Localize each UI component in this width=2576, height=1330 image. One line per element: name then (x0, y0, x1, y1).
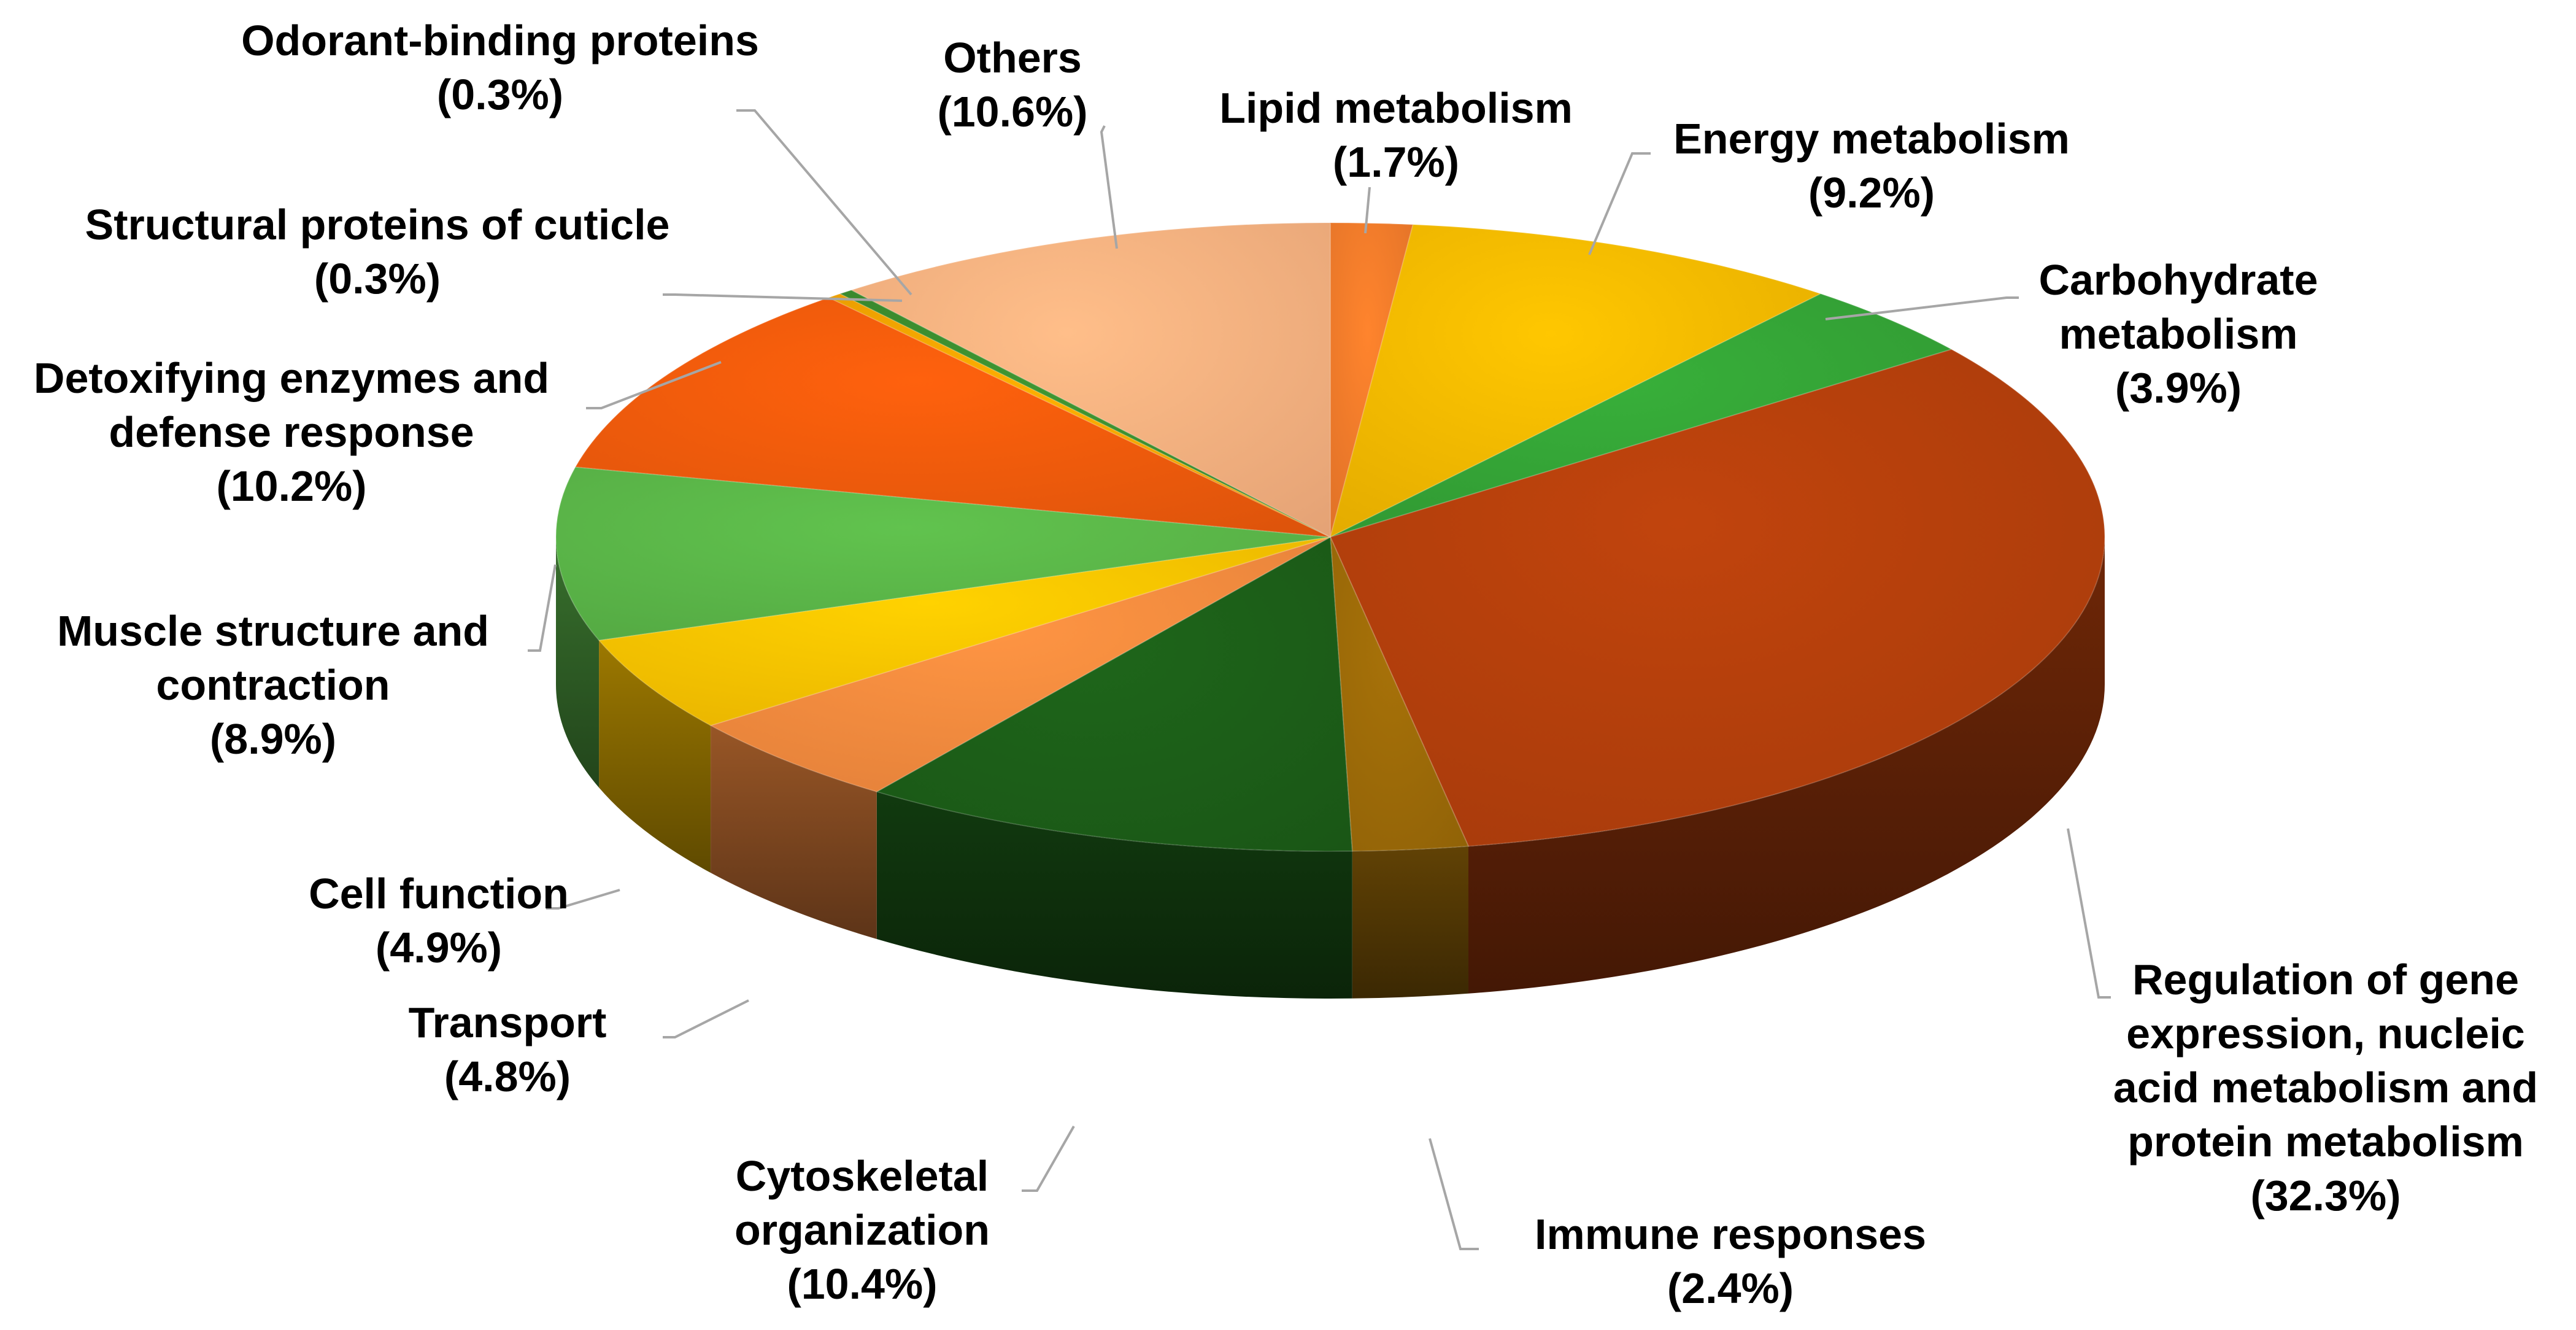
slice-label-3: Regulation of gene expression, nucleic aci… (2113, 956, 2538, 1220)
slice-label-3-line-3: protein metabolism (2127, 1118, 2524, 1166)
slice-label-8-line-1: contraction (156, 661, 390, 709)
leader-lines (528, 109, 2111, 1250)
pie-slice-2 (1330, 293, 1953, 538)
leader-line-1 (1588, 152, 1651, 255)
slice-label-3-line-4: (32.3%) (2250, 1172, 2401, 1220)
slice-label-5: Cytoskeletal organization (10.4%) (735, 1152, 990, 1308)
slice-label-8-line-0: Muscle structure and (57, 607, 489, 655)
leader-line-3 (2067, 828, 2111, 999)
pie-side-5 (876, 791, 1352, 999)
slice-label-5-line-2: (10.4%) (787, 1260, 937, 1308)
pie-slices (555, 222, 2105, 852)
pie-side-8 (556, 537, 600, 788)
pie-side-7 (599, 640, 711, 873)
slice-label-9-line-1: defense response (109, 408, 474, 456)
leader-line-6 (663, 999, 749, 1038)
slice-label-0-line-0: Lipid metabolism (1219, 84, 1573, 132)
slice-label-9-line-2: (10.2%) (216, 462, 366, 510)
slice-label-12: Others (10.6%) (937, 34, 1087, 136)
pie-slice-5 (875, 536, 1353, 852)
slice-label-1: Energy metabolism (9.2%) (1673, 115, 2070, 217)
slice-label-2-line-0: Carbohydrate (2038, 256, 2318, 304)
slice-label-3-line-0: Regulation of gene (2132, 956, 2519, 1003)
pie-side-3 (1468, 537, 2105, 994)
leader-line-8 (528, 564, 557, 652)
slice-label-6: Transport (4.8%) (409, 999, 607, 1100)
slice-label-10-line-0: Structural proteins of cuticle (85, 201, 670, 249)
pie-slice-4 (1330, 536, 1470, 852)
pie-slice-6 (709, 536, 1331, 793)
leader-line-7 (546, 889, 620, 910)
pie-slice-11 (838, 289, 1331, 538)
pie-slice-0 (1330, 222, 1414, 538)
slice-label-10: Structural proteins of cuticle (0.3%) (85, 201, 670, 303)
slice-label-9-line-0: Detoxifying enzymes and (34, 354, 549, 402)
leader-line-5 (1022, 1126, 1075, 1192)
leader-line-11 (736, 109, 912, 296)
slice-label-9: Detoxifying enzymes and defense response (… (34, 354, 549, 510)
pie-side-walls (556, 537, 2105, 999)
slice-label-4-line-1: (2.4%) (1667, 1264, 1794, 1312)
slice-label-6-line-1: (4.8%) (444, 1053, 571, 1100)
leader-line-4 (1429, 1138, 1479, 1250)
leader-line-9 (586, 361, 722, 409)
slice-label-5-line-1: organization (735, 1206, 990, 1254)
slice-label-4-line-0: Immune responses (1535, 1210, 1926, 1258)
slice-label-12-line-0: Others (943, 34, 1082, 82)
slice-label-6-line-0: Transport (409, 999, 607, 1046)
leader-line-0 (1364, 187, 1371, 234)
slice-label-7: Cell function (4.9%) (309, 870, 569, 972)
slice-label-11-line-0: Odorant-binding proteins (241, 17, 759, 64)
slice-labels: Lipid metabolism (1.7%) Energy metabolism (… (34, 17, 2538, 1312)
pie-slice-8 (555, 466, 1331, 641)
pie-slice-12 (849, 222, 1331, 538)
slice-label-8: Muscle structure and contraction (8.9%) (57, 607, 489, 763)
slice-label-7-line-1: (4.9%) (376, 924, 502, 972)
slice-label-3-line-1: expression, nucleic (2126, 1010, 2525, 1057)
leader-line-2 (1825, 296, 2019, 320)
leader-line-10 (663, 293, 903, 302)
pie-slice-1 (1329, 223, 1822, 538)
slice-label-3-line-2: acid metabolism and (2113, 1064, 2538, 1112)
slice-label-7-line-0: Cell function (309, 870, 569, 918)
slice-label-2-line-1: metabolism (2059, 310, 2298, 358)
pie-slice-9 (574, 296, 1331, 538)
slice-label-1-line-0: Energy metabolism (1673, 115, 2070, 163)
pie-side-4 (1352, 846, 1469, 999)
slice-label-8-line-2: (8.9%) (210, 715, 336, 763)
slice-label-2: Carbohydrate metabolism (3.9%) (2038, 256, 2318, 412)
slice-label-4: Immune responses (2.4%) (1535, 1210, 1926, 1312)
pie-side-6 (711, 725, 877, 939)
pie-slice-7 (598, 536, 1331, 727)
slice-label-10-line-1: (0.3%) (314, 255, 441, 303)
slice-label-5-line-0: Cytoskeletal (736, 1152, 989, 1200)
slice-label-0-line-1: (1.7%) (1333, 138, 1459, 186)
slice-label-2-line-2: (3.9%) (2115, 364, 2242, 412)
slice-label-1-line-1: (9.2%) (1808, 169, 1935, 217)
slice-label-0: Lipid metabolism (1.7%) (1219, 84, 1573, 186)
slice-label-12-line-1: (10.6%) (937, 88, 1087, 136)
pie-slice-3 (1329, 349, 2105, 847)
slice-label-11-line-1: (0.3%) (437, 71, 563, 118)
slice-label-11: Odorant-binding proteins (0.3%) (241, 17, 759, 118)
leader-line-12 (1100, 125, 1118, 249)
